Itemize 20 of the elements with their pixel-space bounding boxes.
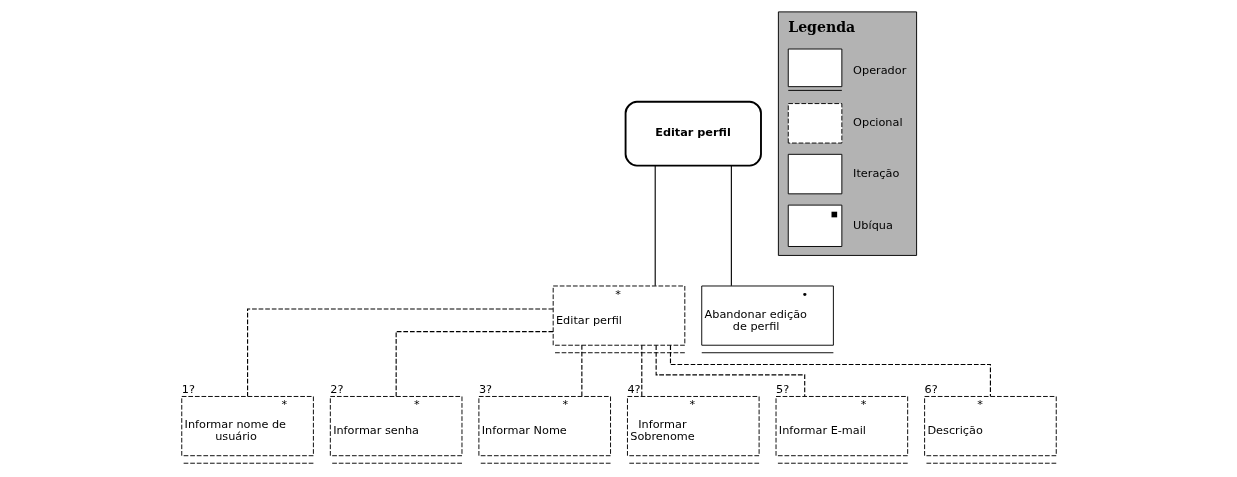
node-label: 5? xyxy=(775,383,789,397)
node-label: 3? xyxy=(478,383,492,397)
legend-label: Operador xyxy=(852,63,906,77)
node-label: 1? xyxy=(181,383,195,397)
connector xyxy=(580,344,582,397)
node-label: 6? xyxy=(924,383,938,397)
connector xyxy=(654,165,656,287)
label: Legenda xyxy=(787,19,855,36)
legend-label: Iteração xyxy=(852,167,899,180)
node-label: 2? xyxy=(329,383,343,397)
node-label: 4? xyxy=(626,383,641,397)
connector xyxy=(640,344,642,397)
connector xyxy=(655,344,805,397)
connector xyxy=(730,165,732,287)
connector xyxy=(669,344,991,397)
legend-label: Ubíqua xyxy=(852,218,893,232)
connector xyxy=(395,331,554,397)
legend-label: Opcional xyxy=(852,116,903,130)
connector xyxy=(246,308,554,397)
node-box: Editar perfil xyxy=(624,100,762,167)
